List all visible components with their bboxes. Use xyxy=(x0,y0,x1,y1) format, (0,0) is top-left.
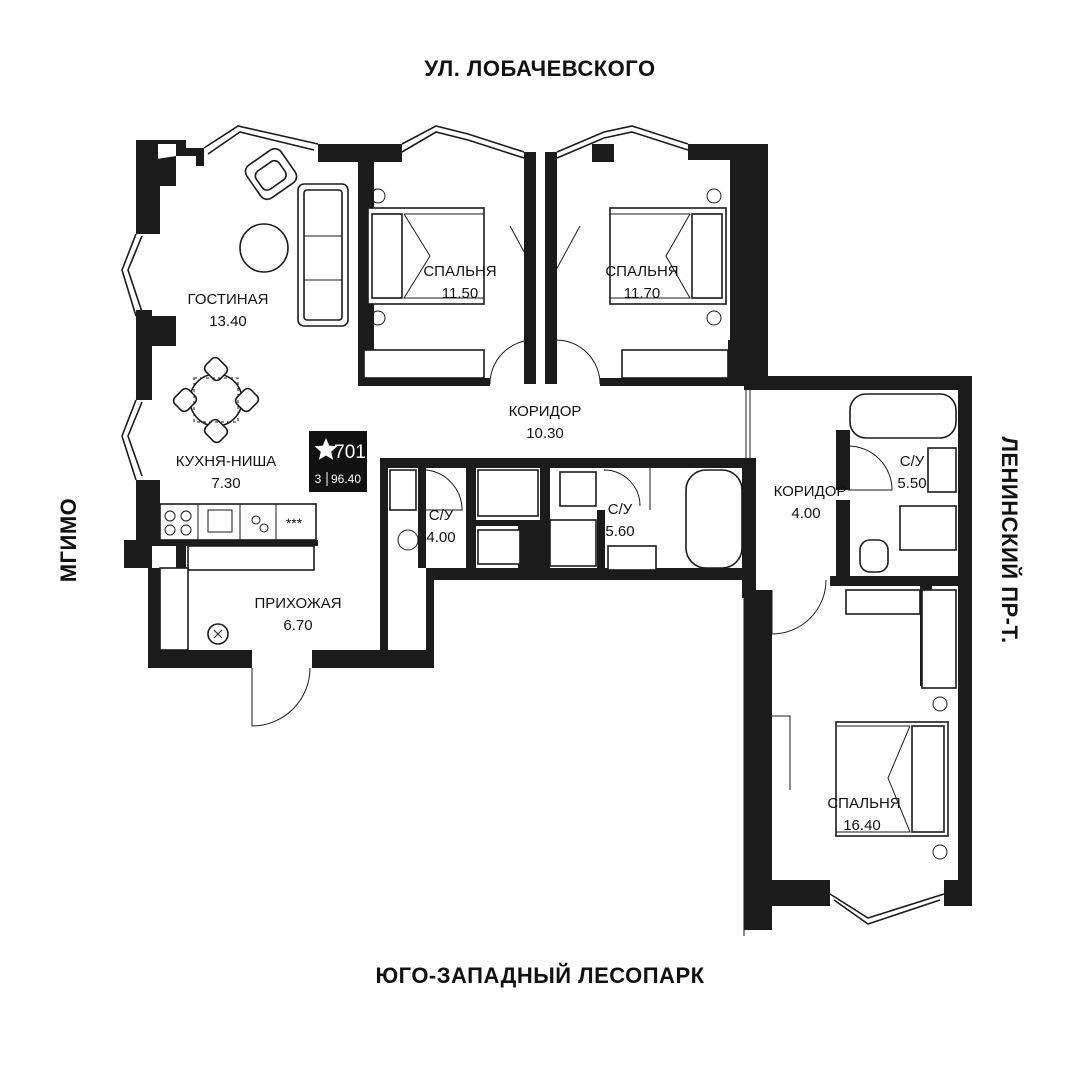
apartment-area: 96.40 xyxy=(331,472,361,486)
round-table-icon xyxy=(239,223,289,273)
bathtub-icon xyxy=(685,469,743,569)
sink-icon xyxy=(389,469,417,511)
wardrobes-bedrooms xyxy=(363,349,957,689)
shower-icon xyxy=(549,519,597,567)
sink-icon xyxy=(477,469,539,517)
stove-icon xyxy=(164,510,192,536)
sink-icon xyxy=(927,447,957,493)
bed-1-icon xyxy=(367,188,485,326)
room-kitchen-name: КУХНЯ-НИША xyxy=(176,453,276,470)
room-bed3-area: 16.40 xyxy=(843,817,881,834)
apartment-rooms: 3 xyxy=(315,472,322,486)
toilet-icon xyxy=(859,539,889,573)
doors xyxy=(251,225,893,790)
walls xyxy=(124,140,972,930)
bed-3-icon xyxy=(835,696,949,860)
sink-icon xyxy=(607,545,657,571)
fridge-icon: *** xyxy=(286,515,303,531)
sink-icon xyxy=(207,509,233,533)
dining-set-icon xyxy=(172,356,260,444)
toilet-icon xyxy=(559,471,597,507)
sink-icon xyxy=(899,505,957,551)
room-bed3-name: СПАЛЬНЯ xyxy=(827,795,900,812)
room-bed1-name: СПАЛЬНЯ xyxy=(423,263,496,280)
toilet-icon xyxy=(477,529,521,565)
shower-icon xyxy=(397,529,419,551)
room-bed1-area: 11.50 xyxy=(442,285,478,302)
living-furniture xyxy=(239,147,349,327)
room-corridor1-name: КОРИДОР xyxy=(509,403,582,420)
room-bath3-name: С/У xyxy=(900,453,925,470)
bed-2-icon xyxy=(609,188,727,326)
room-corridor2-area: 4.00 xyxy=(791,505,820,522)
sofa-icon xyxy=(297,183,349,327)
room-kitchen-area: 7.30 xyxy=(211,475,240,492)
room-living-area: 13.40 xyxy=(209,313,247,330)
room-bath1-area: 4.00 xyxy=(426,529,455,546)
room-bath1-name: С/У xyxy=(429,507,454,524)
room-corridor2-name: КОРИДОР xyxy=(774,483,847,500)
bathroom-fixtures xyxy=(389,393,957,573)
room-bed2-name: СПАЛЬНЯ xyxy=(605,263,678,280)
wardrobe-hall xyxy=(159,545,315,651)
armchair-icon xyxy=(244,147,298,201)
room-bath3-area: 5.50 xyxy=(897,475,926,492)
room-hall-area: 6.70 xyxy=(283,617,312,634)
room-labels: ГОСТИНАЯ 13.40 СПАЛЬНЯ 11.50 СПАЛЬНЯ 11.… xyxy=(176,263,927,834)
apartment-number: 701 xyxy=(334,442,366,463)
street-label-left: МГИМО xyxy=(56,498,81,583)
room-bath2-area: 5.60 xyxy=(605,523,634,540)
star-icon xyxy=(314,438,338,460)
room-corridor1-area: 10.30 xyxy=(526,425,564,442)
dishwasher-icon xyxy=(251,515,269,533)
room-living-name: ГОСТИНАЯ xyxy=(188,291,269,308)
street-label-bottom: ЮГО-ЗАПАДНЫЙ ЛЕСОПАРК xyxy=(375,963,704,988)
room-bed2-area: 11.70 xyxy=(624,285,660,302)
apartment-badge: 701 3 96.40 xyxy=(309,431,367,492)
street-label-top: УЛ. ЛОБАЧЕВСКОГО xyxy=(424,56,655,81)
street-label-right: ЛЕНИНСКИЙ ПР-Т. xyxy=(997,436,1022,643)
room-bath2-name: С/У xyxy=(608,501,633,518)
kitchen-unit: *** xyxy=(159,503,317,541)
room-hall-name: ПРИХОЖАЯ xyxy=(254,595,341,612)
windows xyxy=(121,125,945,936)
bathtub-icon xyxy=(849,393,957,439)
